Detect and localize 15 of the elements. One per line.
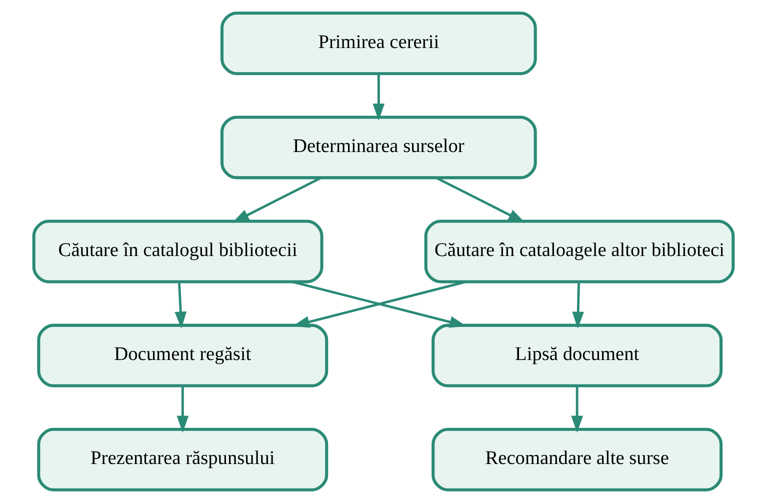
node-box: Lipsă document <box>432 324 723 388</box>
node-box: Căutare în cataloagele altor biblioteci <box>424 220 735 284</box>
node-box: Prezentarea răspunsului <box>37 428 328 492</box>
arrow <box>176 386 189 433</box>
node-box: Căutare în catalogul bibliotecii <box>32 220 324 284</box>
node-box: Primirea cererii <box>220 12 537 76</box>
arrow <box>372 74 385 121</box>
node-box: Recomandare alte surse <box>432 428 723 492</box>
arrow <box>436 176 526 223</box>
arrow <box>232 176 322 223</box>
node-box: Determinarea surselor <box>220 116 537 180</box>
arrow <box>174 282 187 329</box>
arrow <box>572 282 584 329</box>
node-box: Document regăsit <box>37 324 328 388</box>
arrow <box>571 386 584 433</box>
